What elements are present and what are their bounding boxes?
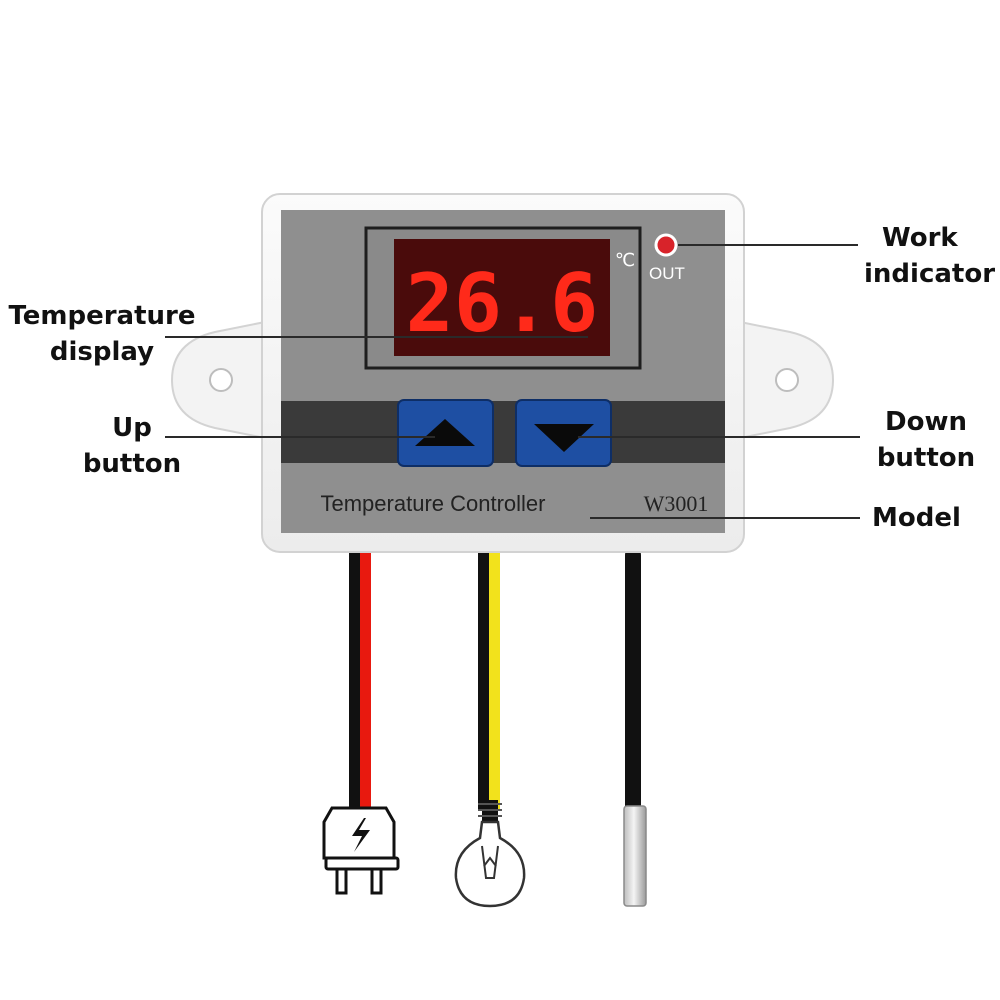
callout-down-button: Down button: [876, 407, 976, 473]
screw-hole-right: [775, 368, 799, 392]
unit-label: ℃: [615, 250, 635, 271]
sensor-probe-icon: [623, 805, 647, 907]
load-wires: [478, 548, 500, 810]
mounting-ear-right: [739, 320, 835, 440]
plug-icon: [322, 806, 400, 895]
up-button[interactable]: [397, 399, 494, 467]
power-wires: [349, 548, 371, 810]
mounting-ear-left: [170, 320, 266, 440]
bulb-icon: [454, 800, 526, 908]
leader-lines: [165, 244, 860, 519]
down-arrow-icon: [534, 424, 594, 452]
callout-up-button: Up button: [82, 413, 182, 479]
sensor-cable: [625, 548, 641, 818]
temperature-reading: 26.6: [406, 257, 599, 350]
out-label: OUT: [649, 264, 685, 283]
button-strip: [281, 401, 725, 463]
callout-temperature-display: Temperature display: [8, 301, 196, 367]
callout-model: Model: [872, 503, 961, 533]
screw-hole-left: [209, 368, 233, 392]
up-arrow-icon: [415, 419, 475, 446]
down-button[interactable]: [515, 399, 612, 467]
callout-work-indicator: Work indicator: [864, 223, 996, 289]
panel-title: Temperature Controller: [321, 491, 546, 516]
work-indicator-led: [654, 233, 678, 257]
model-number: W3001: [644, 491, 709, 516]
